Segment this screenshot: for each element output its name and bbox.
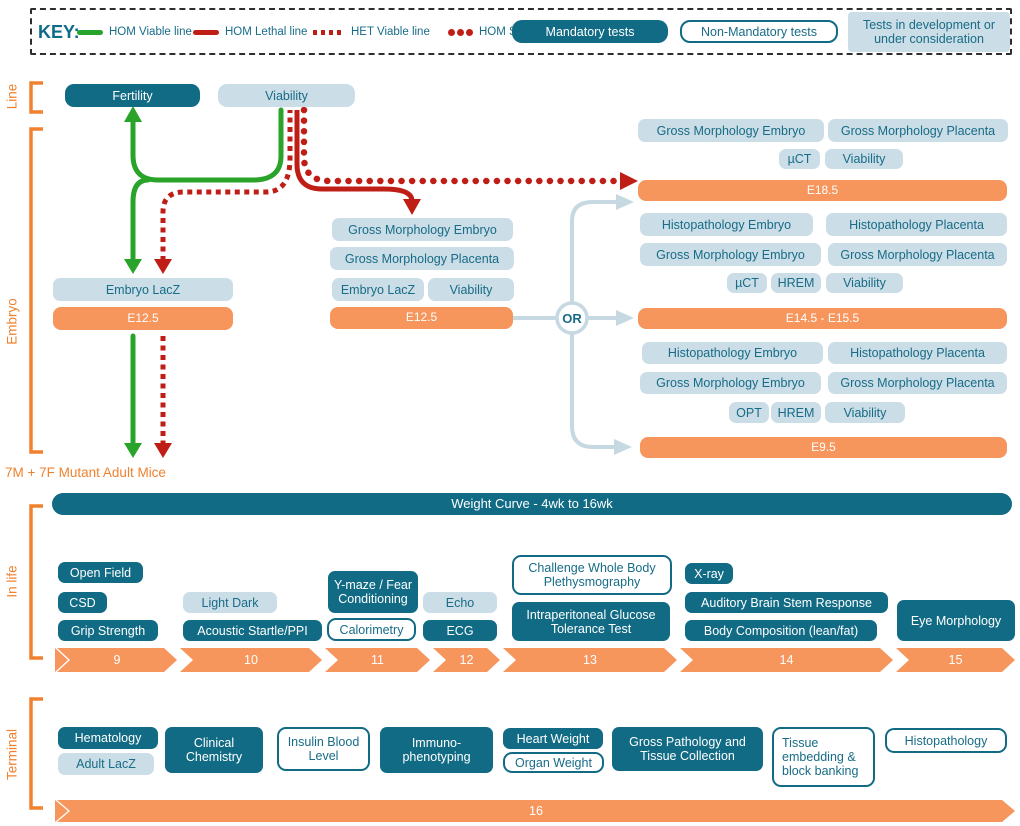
clinical-chemistry-box: Clinical Chemistry: [165, 727, 263, 773]
week-segment-10: 10: [180, 648, 322, 672]
mutant-adult-mice-note: 7M + 7F Mutant Adult Mice: [5, 465, 166, 480]
gross-morphology-embryo-box: Gross Morphology Embryo: [332, 218, 513, 241]
stage-bar-e145-e155: E14.5 - E15.5: [638, 308, 1007, 329]
ecg-box: ECG: [423, 620, 497, 641]
stage-bar-e185: E18.5: [638, 180, 1007, 201]
legend-hom-lethal: HOM Lethal line: [193, 22, 307, 42]
line-bracket: [29, 81, 43, 114]
histopathology-embryo-box: Histopathology Embryo: [640, 213, 813, 236]
hom-subviable-arrowhead: [620, 172, 638, 190]
auditory-brain-stem-box: Auditory Brain Stem Response: [685, 592, 888, 613]
gross-morphology-placenta-box: Gross Morphology Placenta: [828, 119, 1008, 142]
legend-label: HET Viable line: [351, 26, 430, 38]
week-segment-12: 12: [433, 648, 500, 672]
immunophenotyping-box: Immuno-phenotyping: [380, 727, 493, 773]
hom-subviable-flow: [300, 106, 621, 185]
viability-box: Viability: [218, 84, 355, 107]
histopathology-box: Histopathology: [885, 728, 1007, 753]
hrem-box: HREM: [771, 402, 821, 423]
terminal-bracket: [29, 697, 43, 810]
acoustic-startle-box: Acoustic Startle/PPI: [183, 620, 322, 641]
open-field-box: Open Field: [58, 562, 143, 583]
insulin-blood-level-box: Insulin Blood Level: [277, 727, 370, 771]
heart-weight-box: Heart Weight: [503, 728, 603, 749]
or-label: OR: [562, 310, 582, 326]
gross-pathology-box: Gross Pathology and Tissue Collection: [612, 727, 763, 771]
het-viable-swatch: [313, 29, 345, 35]
hrem-box: HREM: [771, 273, 821, 293]
section-brackets: [29, 81, 43, 810]
week-segment-15: 15: [896, 648, 1015, 672]
histopathology-embryo-box: Histopathology Embryo: [642, 342, 823, 364]
xray-box: X-ray: [685, 563, 733, 584]
ipgtt-box: Intraperitoneal Glucose Tolerance Test: [512, 602, 670, 641]
ymaze-fear-conditioning-box: Y-maze / Fear Conditioning: [328, 571, 418, 613]
stage-bar-e95: E9.5: [640, 437, 1007, 458]
key-title: KEY:: [38, 21, 80, 42]
histopathology-placenta-box: Histopathology Placenta: [828, 342, 1007, 364]
embryo-lacz-box: Embryo LacZ: [53, 278, 233, 301]
legend-label: HOM Lethal line: [225, 26, 308, 38]
uct-box: µCT: [727, 273, 767, 293]
gross-morphology-placenta-box: Gross Morphology Placenta: [330, 247, 514, 270]
hom-lethal-arrowhead: [403, 199, 421, 215]
viability-box: Viability: [825, 402, 905, 423]
organ-weight-box: Organ Weight: [503, 752, 604, 773]
csd-box: CSD: [58, 592, 107, 613]
gross-morphology-placenta-box: Gross Morphology Placenta: [828, 243, 1007, 266]
viability-box: Viability: [826, 273, 903, 293]
week-segment-13: 13: [503, 648, 677, 672]
hom-viable-swatch: [77, 29, 103, 35]
histopathology-placenta-box: Histopathology Placenta: [826, 213, 1007, 236]
hematology-box: Hematology: [58, 727, 158, 749]
gross-morphology-placenta-box: Gross Morphology Placenta: [828, 372, 1007, 394]
week-segment-14: 14: [680, 648, 893, 672]
gross-morphology-embryo-box: Gross Morphology Embryo: [638, 119, 824, 142]
hom-lethal-swatch: [193, 29, 219, 35]
section-label-line: Line: [4, 83, 20, 110]
fertility-box: Fertility: [65, 84, 200, 107]
week-segment-9: 9: [57, 648, 177, 672]
embryo-lacz-box: Embryo LacZ: [332, 278, 424, 301]
viability-box: Viability: [825, 149, 903, 169]
stage-bar-e125-mid: E12.5: [330, 307, 513, 329]
calorimetry-box: Calorimetry: [327, 618, 416, 641]
week-segment-16: 16: [57, 800, 1015, 822]
gross-morphology-embryo-box: Gross Morphology Embryo: [640, 243, 821, 266]
legend-hom-viable: HOM Viable line: [77, 22, 192, 42]
hom-subviable-swatch: [448, 28, 473, 36]
echo-box: Echo: [423, 592, 497, 613]
section-label-in-life: In life: [4, 565, 20, 598]
adult-lacz-box: Adult LacZ: [58, 753, 154, 775]
plethysmography-box: Challenge Whole Body Plethysmography: [512, 555, 672, 595]
inlife-bracket: [29, 504, 43, 660]
tissue-embedding-box: Tissue embedding & block banking: [772, 727, 875, 787]
legend-het-viable: HET Viable line: [313, 22, 430, 42]
uct-box: µCT: [779, 149, 820, 169]
hom-lethal-flow: [294, 110, 415, 202]
key-mandatory-tests: Mandatory tests: [512, 20, 668, 43]
legend-label: HOM Viable line: [109, 26, 192, 38]
section-label-embryo: Embryo: [4, 298, 20, 345]
weight-curve-bar: Weight Curve - 4wk to 16wk: [52, 493, 1012, 515]
light-dark-box: Light Dark: [183, 592, 277, 613]
embryo-bracket: [29, 127, 43, 454]
eye-morphology-box: Eye Morphology: [897, 600, 1015, 641]
or-arrowheads: [614, 194, 634, 455]
key-tests-in-development: Tests in development or under considerat…: [848, 12, 1010, 52]
gross-morphology-embryo-box: Gross Morphology Embryo: [640, 372, 821, 394]
grip-strength-box: Grip Strength: [58, 620, 158, 641]
opt-box: OPT: [729, 402, 769, 423]
week-segment-11: 11: [325, 648, 430, 672]
section-label-terminal: Terminal: [4, 729, 20, 781]
key-box: [30, 8, 1012, 55]
body-composition-box: Body Composition (lean/fat): [685, 620, 877, 641]
viability-box: Viability: [428, 278, 514, 301]
stage-bar-e125-left: E12.5: [53, 307, 233, 330]
key-non-mandatory-tests: Non-Mandatory tests: [680, 20, 838, 43]
